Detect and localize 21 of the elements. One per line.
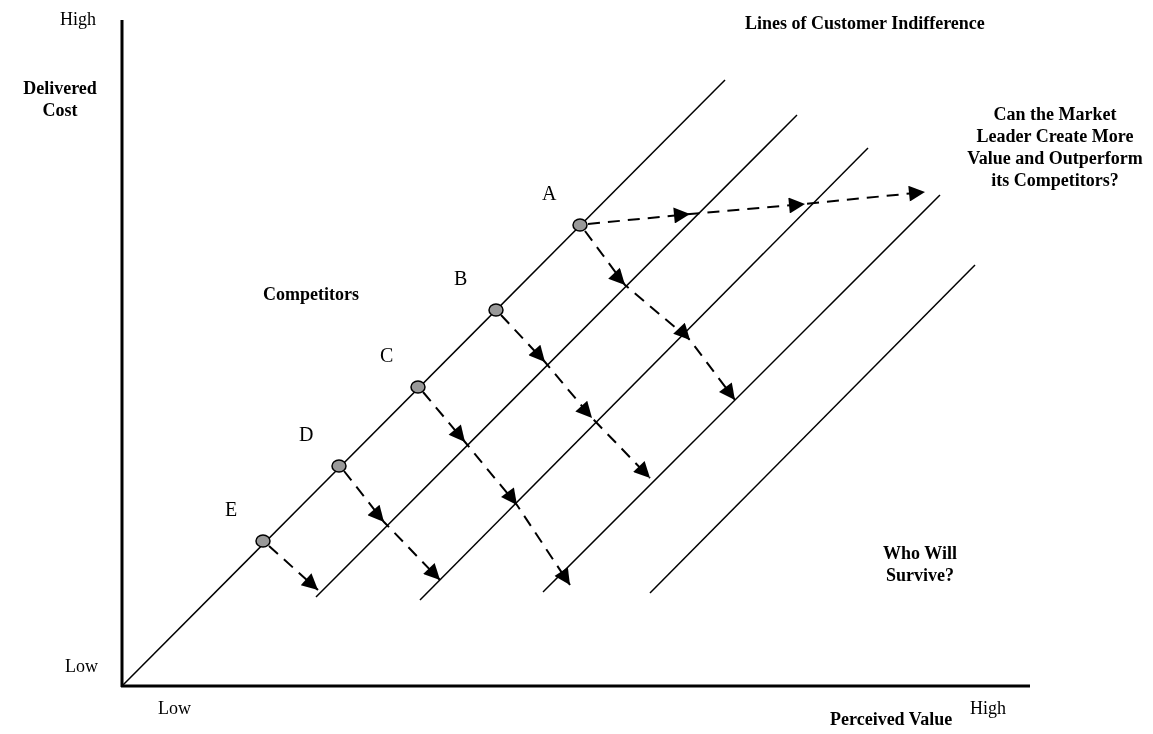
point-label: C [380, 344, 394, 367]
point-label: E [225, 498, 238, 521]
axis-title: Delivered Cost [22, 77, 98, 121]
dashed-arrow [587, 186, 926, 225]
point-label: B [454, 267, 468, 290]
point-label: D [299, 423, 314, 446]
axis-label: High [60, 8, 96, 30]
chart-note: Lines of Customer Indifference [745, 12, 985, 34]
point-label: A [542, 182, 557, 205]
dashed-arrow [268, 545, 319, 591]
dashed-arrow [584, 230, 736, 401]
chart-note: Who Will Survive? [882, 542, 958, 586]
axis-title: Perceived Value [830, 708, 953, 730]
axis-label: Low [65, 655, 98, 677]
dashed-arrow [422, 391, 571, 586]
dashed-arrow [500, 314, 651, 479]
axis-label: Low [158, 697, 191, 719]
dashed-arrow [343, 470, 441, 581]
axis-label: High [970, 697, 1006, 719]
chart-note: Can the Market Leader Create More Value and Outperform its Competitors? [966, 103, 1144, 191]
chart-note: Competitors [263, 283, 359, 305]
